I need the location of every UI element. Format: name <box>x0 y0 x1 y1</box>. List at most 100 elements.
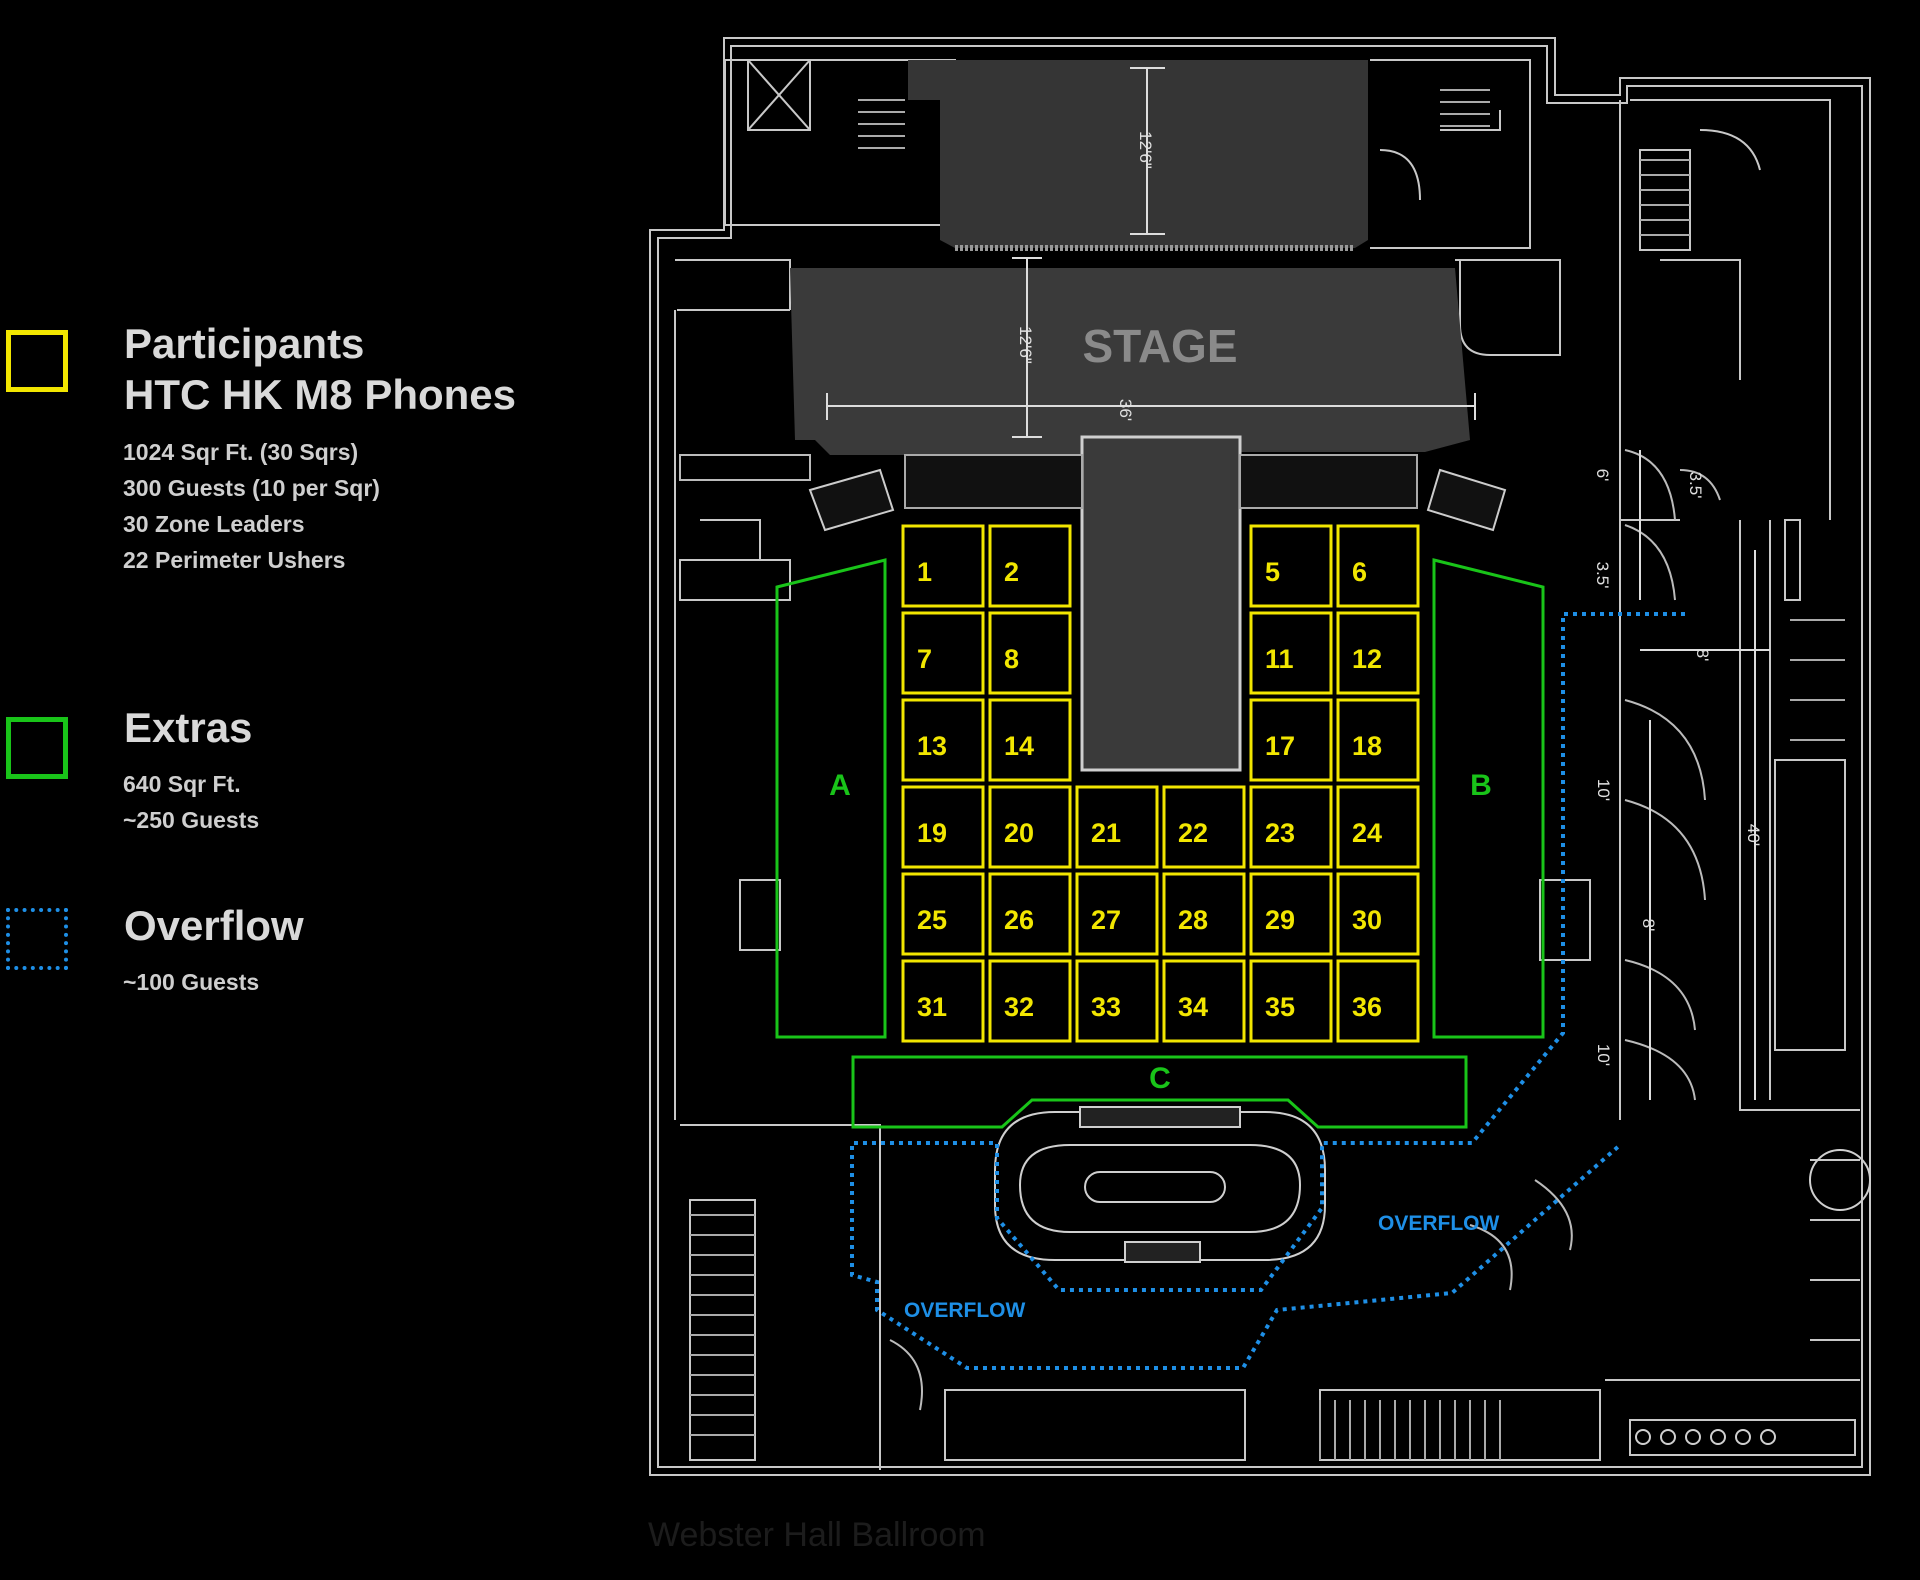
overflow-swatch <box>6 908 68 970</box>
zone-square <box>901 785 985 869</box>
zone-square <box>1336 959 1420 1043</box>
overflow-label-right: OVERFLOW <box>1378 1212 1500 1235</box>
overflow-label-left: OVERFLOW <box>904 1299 1026 1322</box>
zone-number: 24 <box>1352 818 1382 848</box>
zone-number: 28 <box>1178 905 1208 935</box>
zone-number: 18 <box>1352 731 1382 761</box>
dim-10-upper: 10' <box>1594 779 1613 801</box>
stage-area <box>790 268 1470 455</box>
dim-back-height: 12'6" <box>1136 131 1155 169</box>
backstage-area <box>908 60 1368 248</box>
dimension-lines <box>826 67 1770 1100</box>
participants-title: Participants <box>124 320 365 367</box>
stage-label: STAGE <box>1082 320 1237 372</box>
extras-title: Extras <box>124 704 253 751</box>
stage-speakers <box>808 468 1507 532</box>
extras-zones <box>775 558 1545 1129</box>
zone-number: 11 <box>1265 644 1294 674</box>
stage-front-left <box>904 454 1083 509</box>
zone-square <box>901 611 985 695</box>
zone-square <box>1336 872 1420 956</box>
zone-number: 32 <box>1004 992 1034 1022</box>
dimension-labels: 12'6" 12'6" 36' 6' 3.5' 3.5' 8' 10' 40' … <box>1016 131 1763 1066</box>
dim-10-lower: 10' <box>1594 1044 1613 1066</box>
zone-square <box>1336 611 1420 695</box>
dim-40: 40' <box>1744 824 1763 846</box>
zone-square <box>1162 959 1246 1043</box>
zone-number: 17 <box>1265 731 1295 761</box>
zone-number: 6 <box>1352 557 1367 587</box>
zone-square <box>1249 611 1333 695</box>
participants-detail: 300 Guests (10 per Sqr) <box>123 475 380 501</box>
zone-square <box>988 524 1072 608</box>
zone-number: 7 <box>917 644 932 674</box>
zone-number: 22 <box>1178 818 1208 848</box>
zone-number: 35 <box>1265 992 1295 1022</box>
zone-number: 23 <box>1265 818 1295 848</box>
participants-detail: 1024 Sqr Ft. (30 Sqrs) <box>123 439 359 465</box>
zone-number: 31 <box>917 992 947 1022</box>
zone-number: 5 <box>1265 557 1280 587</box>
extras-detail: ~250 Guests <box>123 807 260 833</box>
dim-6: 6' <box>1593 469 1612 482</box>
extras-detail: 640 Sqr Ft. <box>123 771 241 797</box>
zone-number: 8 <box>1004 644 1019 674</box>
zone-number: 12 <box>1352 644 1382 674</box>
zone-number: 34 <box>1178 992 1208 1022</box>
dim-8-lower: 8' <box>1639 919 1658 932</box>
zone-number: 29 <box>1265 905 1295 935</box>
zone-square <box>1336 524 1420 608</box>
zone-square <box>1162 785 1246 869</box>
zone-b-label: B <box>1470 769 1492 802</box>
zone-square <box>901 872 985 956</box>
zone-square <box>988 698 1072 782</box>
zone-square <box>988 959 1072 1043</box>
zone-square <box>1075 785 1159 869</box>
participants-detail: 30 Zone Leaders <box>123 511 305 537</box>
zone-square <box>1249 524 1333 608</box>
stage-left-box <box>679 454 811 481</box>
bar-island <box>994 1106 1326 1263</box>
zone-c-label: C <box>1149 1062 1171 1095</box>
dim-3-5-side: 3.5' <box>1593 562 1612 589</box>
dim-3-5-top: 3.5' <box>1686 472 1705 499</box>
zone-square <box>1249 698 1333 782</box>
stage-front-right <box>1239 454 1418 509</box>
zone-number: 25 <box>917 905 947 935</box>
zone-a <box>775 558 887 1039</box>
extras-swatch <box>6 717 68 779</box>
participants-swatch <box>6 330 68 392</box>
toilet-fixtures <box>1635 1149 1871 1445</box>
participants-detail: 22 Perimeter Ushers <box>123 547 346 573</box>
legend: Participants HTC HK M8 Phones 1024 Sqr F… <box>0 0 640 1100</box>
zone-number: 27 <box>1091 905 1121 935</box>
zone-number: 14 <box>1004 731 1034 761</box>
zone-square <box>1162 872 1246 956</box>
zone-number: 30 <box>1352 905 1382 935</box>
zone-number: 21 <box>1091 818 1121 848</box>
zone-square <box>901 959 985 1043</box>
zone-number: 20 <box>1004 818 1034 848</box>
zone-square <box>1249 959 1333 1043</box>
zone-square <box>988 872 1072 956</box>
zone-number: 13 <box>917 731 947 761</box>
dim-8-top: 8' <box>1693 649 1712 662</box>
runway <box>1080 435 1242 772</box>
overflow-title: Overflow <box>124 902 304 949</box>
zone-number: 19 <box>917 818 947 848</box>
zone-square <box>901 524 985 608</box>
zone-number: 1 <box>917 557 932 587</box>
zone-square <box>1249 785 1333 869</box>
door-arcs <box>889 449 1721 1411</box>
zone-square <box>1075 959 1159 1043</box>
zone-b <box>1432 558 1545 1039</box>
zone-c <box>851 1055 1468 1129</box>
zone-number: 2 <box>1004 557 1019 587</box>
zone-a-label: A <box>829 769 851 802</box>
zone-square <box>1075 872 1159 956</box>
zone-square <box>1336 785 1420 869</box>
zone-square <box>1249 872 1333 956</box>
overflow-boundary <box>850 612 1685 1370</box>
